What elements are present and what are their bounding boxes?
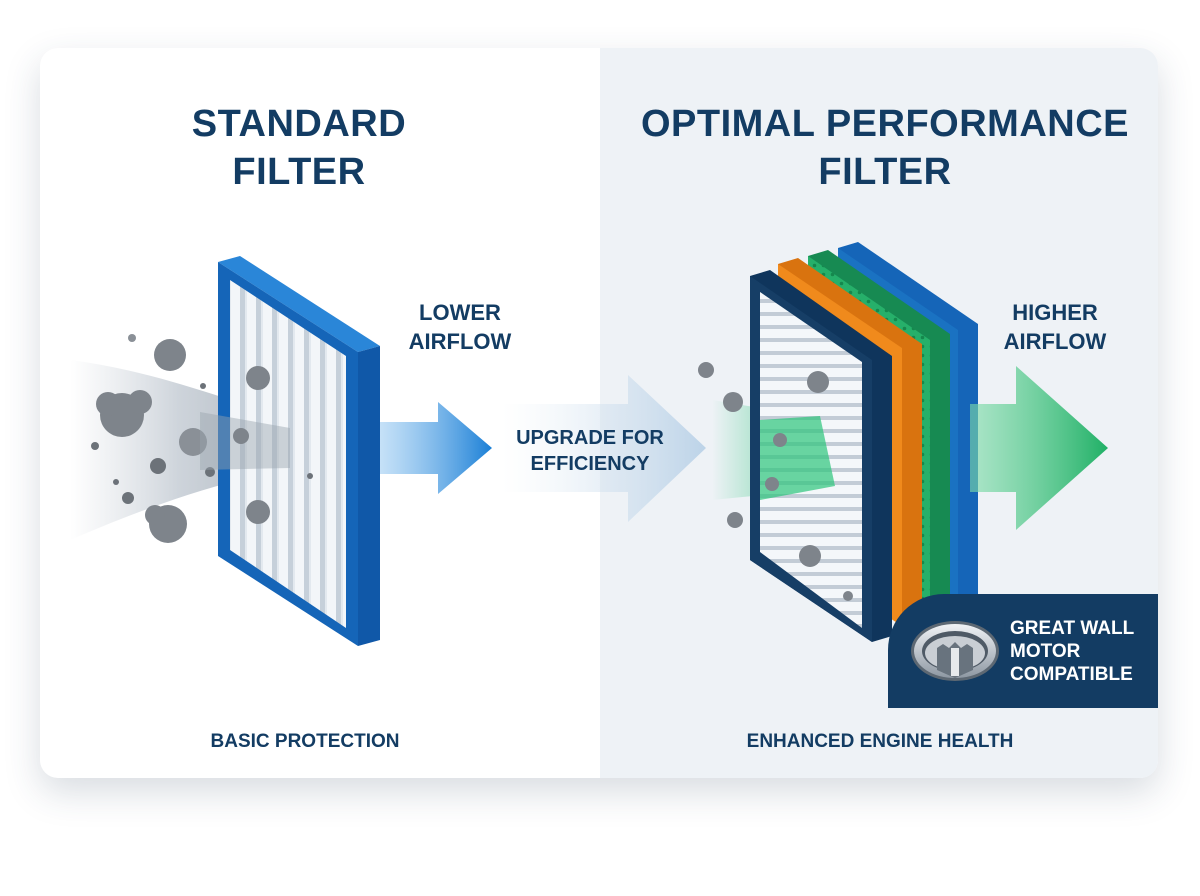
green-arrow-icon — [970, 366, 1108, 530]
standard-filter-title: STANDARD FILTER — [191, 103, 407, 193]
great-wall-compatible-text: GREAT WALL MOTOR COMPATIBLE — [1010, 618, 1135, 685]
enhanced-engine-health-caption: ENHANCED ENGINE HEALTH — [746, 731, 1014, 752]
basic-protection-caption: BASIC PROTECTION — [210, 731, 400, 752]
blue-arrow-icon — [380, 402, 492, 494]
upgrade-label: UPGRADE FOR EFFICIENCY — [516, 427, 664, 475]
performance-filter-icon — [698, 242, 978, 642]
performance-filter-title: OPTIMAL PERFORMANCE FILTER — [640, 103, 1130, 193]
higher-airflow-label: HIGHER AIRFLOW — [1003, 300, 1107, 354]
standard-filter-icon — [200, 256, 380, 646]
upgrade-arrow-icon — [502, 375, 706, 522]
lower-airflow-label: LOWER AIRFLOW — [408, 300, 512, 354]
